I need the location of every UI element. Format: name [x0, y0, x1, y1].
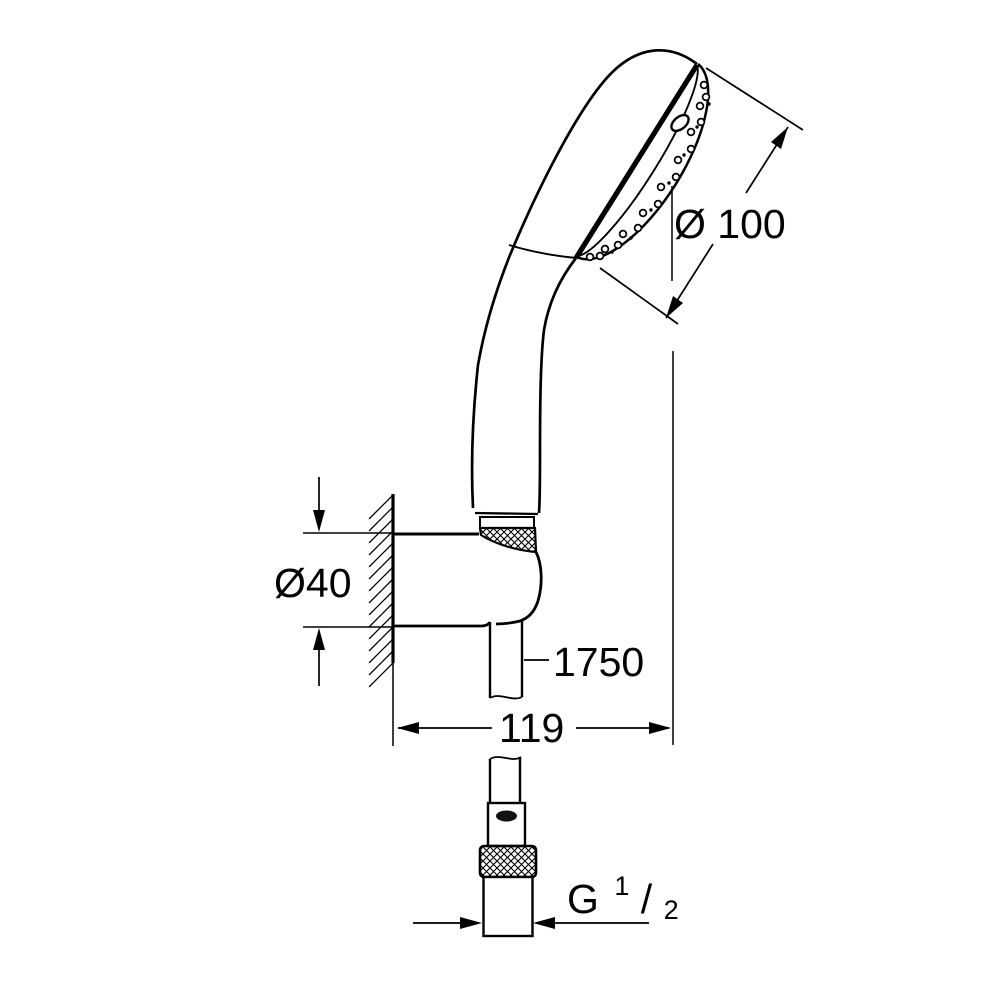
wall	[368, 494, 395, 746]
arrowhead	[313, 628, 325, 650]
nozzle-dot	[600, 244, 610, 254]
thread-pipe	[482, 875, 534, 938]
connector-nut	[478, 844, 538, 879]
nozzle-dot	[653, 199, 663, 209]
nozzle-dot	[629, 236, 633, 240]
label-thread: G 1 / 2	[567, 858, 679, 925]
head-back-outline	[470, 49, 698, 509]
label-projection: 119	[499, 705, 564, 751]
nozzle-dot	[701, 92, 711, 102]
handle-collar	[479, 516, 535, 529]
arrowhead	[649, 722, 671, 734]
thread-letter: G	[567, 876, 599, 922]
dim-thread: G 1 / 2	[413, 858, 679, 929]
nozzle-dot	[699, 80, 709, 90]
thread-denominator: 2	[664, 895, 679, 925]
arrowhead	[313, 510, 325, 532]
dim-projection: 119	[397, 705, 671, 751]
nozzle-dot	[649, 208, 653, 212]
nozzle-dot	[695, 101, 705, 111]
dim-holder-diameter: Ø40	[274, 477, 393, 686]
nozzle-dot	[638, 208, 648, 218]
nozzle-dot	[618, 229, 628, 239]
nozzle-dot	[671, 172, 681, 182]
nozzle-dot	[613, 240, 623, 250]
face-rim	[573, 63, 700, 260]
arrowhead	[460, 917, 482, 929]
face-inner-edge	[576, 64, 699, 257]
arrowhead	[533, 917, 555, 929]
thread-numerator: 1	[614, 871, 629, 901]
wall-hatching	[368, 494, 394, 688]
nozzle-dot	[673, 155, 683, 165]
nozzle-dot	[696, 117, 706, 127]
holder-right-outline	[495, 551, 543, 626]
shower-head	[470, 49, 711, 509]
shower-hose-lower	[478, 756, 538, 938]
nozzle-dot	[682, 153, 686, 157]
holder-bottom-edge	[393, 621, 492, 628]
extension-line	[705, 67, 804, 131]
nozzle-dot	[595, 251, 605, 261]
connector-cone	[478, 526, 538, 554]
label-holder-diameter: Ø40	[274, 560, 352, 606]
hose-break-line	[489, 695, 523, 700]
neck-line	[508, 244, 577, 259]
handle-end-line	[474, 511, 539, 516]
extension-line	[599, 267, 679, 325]
thread-slash: /	[641, 876, 653, 922]
label-head-diameter: Ø 100	[674, 201, 786, 247]
shower-hose-upper	[488, 619, 524, 700]
arrowhead	[771, 127, 788, 149]
dim-head-diameter: Ø 100	[599, 67, 804, 745]
nozzle-dot	[667, 181, 671, 185]
nozzle-dot	[633, 223, 643, 233]
label-hose-length: 1750	[553, 639, 644, 685]
nozzle-dot	[686, 127, 696, 137]
spray-nozzles	[585, 80, 711, 262]
nozzle-dot	[585, 252, 595, 262]
handle	[474, 257, 578, 554]
dim-hose-length: 1750	[524, 639, 644, 685]
handle-right-edge	[537, 257, 578, 514]
face-slot	[670, 113, 690, 133]
hose-break-line	[489, 756, 522, 760]
arrowhead	[666, 296, 683, 318]
arrowhead	[397, 722, 419, 734]
nozzle-dot	[686, 144, 696, 154]
nozzle-dot	[695, 125, 699, 129]
nozzle-dot	[610, 250, 614, 254]
nozzle-dot	[707, 102, 711, 106]
hose-fitting	[486, 801, 527, 848]
grohe-logo-mark	[496, 810, 517, 822]
nozzle-dot	[656, 182, 666, 192]
